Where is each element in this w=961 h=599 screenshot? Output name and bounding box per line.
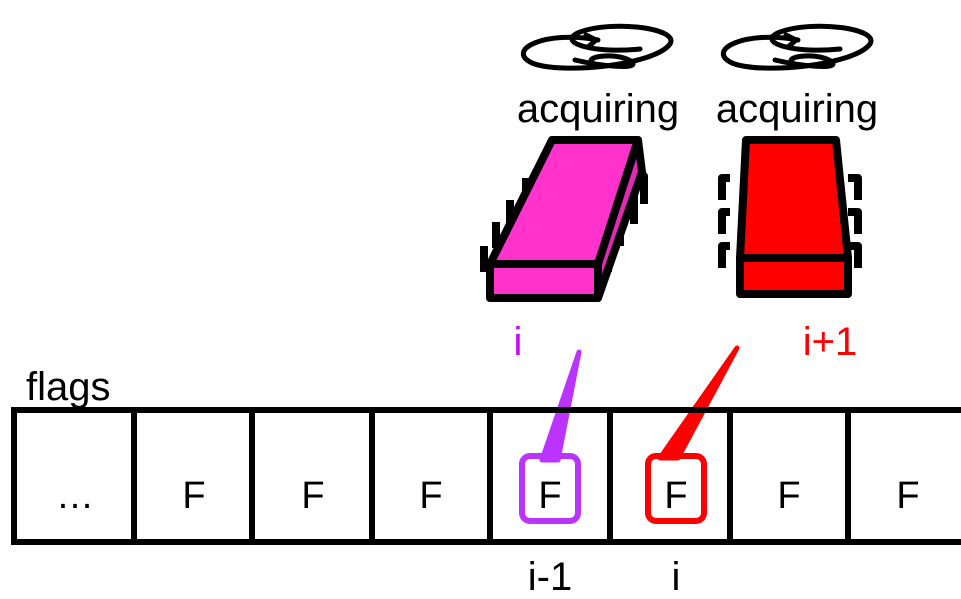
pointer-thread-i1 [657, 345, 740, 461]
flag-cell: F [419, 475, 442, 517]
chip-icon-thread-i1 [718, 136, 862, 298]
thread-i-status: acquiring [517, 87, 679, 131]
index-label: i [672, 555, 681, 599]
flag-cell: F [896, 475, 919, 517]
flags-array: … F F F F F F F [11, 407, 961, 545]
flag-highlight-thread-i1 [645, 453, 707, 524]
chip-icon-thread-i [480, 136, 648, 302]
flags-array-border [11, 407, 961, 545]
flag-cell: F [301, 475, 324, 517]
flag-cell: F [182, 475, 205, 517]
thread-i-label: i [514, 320, 523, 364]
flag-highlight-thread-i [519, 453, 581, 524]
flag-cell: F [777, 475, 800, 517]
spinning-arrow-icon [720, 23, 874, 71]
spinning-arrow-icon [520, 23, 674, 71]
thread-i1-status: acquiring [716, 87, 878, 131]
pointer-thread-i [539, 349, 582, 463]
flag-cell: F [664, 475, 687, 517]
flags-title: flags [26, 365, 111, 409]
flag-cell: … [56, 475, 94, 517]
thread-i1-label: i+1 [803, 320, 858, 364]
index-label: i-1 [528, 555, 572, 599]
flag-cell: F [538, 475, 561, 517]
